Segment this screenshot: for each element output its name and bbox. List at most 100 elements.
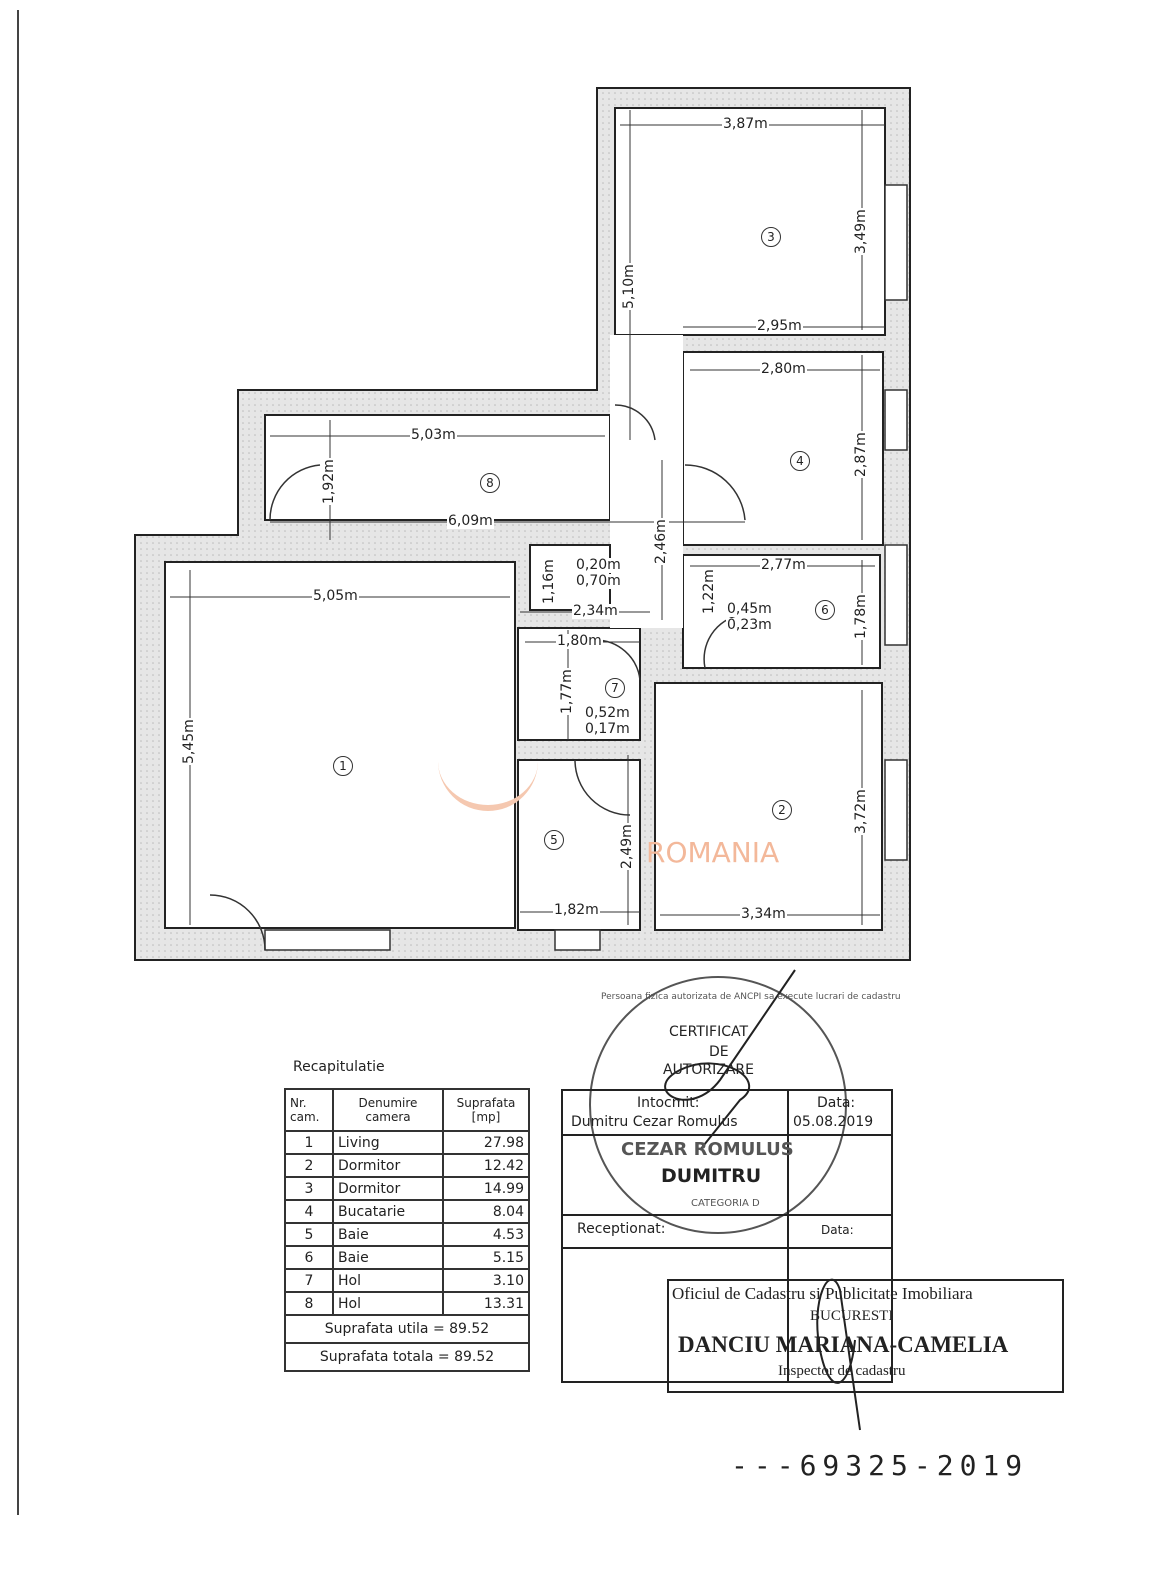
hallway — [610, 335, 683, 628]
stamp-text: AUTORIZARE — [663, 1062, 754, 1078]
useful-area: Suprafata utila = 89.52 — [284, 1314, 530, 1344]
dim-label: 3,49m — [853, 208, 869, 255]
room-3 — [614, 107, 886, 336]
received-label: Receptionat: — [577, 1221, 666, 1237]
dim-label: 3,72m — [853, 788, 869, 835]
dim-label: 0,20m — [575, 557, 622, 573]
room-number-cell: 5 — [284, 1222, 334, 1247]
room-name-cell: Hol — [332, 1291, 444, 1316]
signature-box — [561, 1089, 893, 1383]
room-area-cell: 27.98 — [442, 1130, 530, 1155]
dim-label: 0,52m — [584, 705, 631, 721]
dim-label: 2,49m — [619, 823, 635, 870]
header-cell: Nr. cam. — [284, 1088, 334, 1132]
stamp-city: BUCURESTI — [810, 1308, 894, 1324]
room-5 — [517, 759, 641, 931]
signature — [664, 969, 796, 1151]
stamp-office: Oficiul de Cadastru si Publicitate Imobi… — [672, 1284, 973, 1303]
room-name-cell: Baie — [332, 1245, 444, 1270]
recap-title: Recapitulatie — [292, 1059, 386, 1075]
stamp-circle — [589, 976, 847, 1234]
room-number: 2 — [772, 800, 792, 820]
total-area-row: Suprafata totala = 89.52 — [284, 1342, 530, 1372]
room-name-cell: Dormitor — [332, 1176, 444, 1201]
stamp-text: CERTIFICAT — [669, 1024, 749, 1040]
dim-label: 0,45m — [726, 601, 773, 617]
dim-label: 3,87m — [722, 116, 769, 132]
useful-area-row: Suprafata utila = 89.52 — [284, 1314, 530, 1344]
room-area-cell: 5.15 — [442, 1245, 530, 1270]
dim-label: 2,95m — [756, 318, 803, 334]
room-number: 1 — [333, 756, 353, 776]
door-arc — [269, 464, 321, 521]
door-arc — [209, 894, 266, 951]
room-1 — [164, 561, 516, 929]
header-cell: Suprafata [mp] — [442, 1088, 530, 1132]
date-label: Data: — [821, 1223, 854, 1237]
room-number: 8 — [480, 473, 500, 493]
dim-label: 5,03m — [410, 427, 457, 443]
door-arc — [684, 464, 746, 521]
table-header-row: Nr. cam. Denumire camera Suprafata [mp] — [284, 1088, 530, 1132]
room-area-cell: 8.04 — [442, 1199, 530, 1224]
room-area-cell: 12.42 — [442, 1153, 530, 1178]
room-2 — [654, 682, 883, 931]
dim-label: 5,10m — [621, 263, 637, 310]
recap-table: Nr. cam. Denumire camera Suprafata [mp] … — [284, 1088, 530, 1372]
room-number: 6 — [815, 600, 835, 620]
room-name-cell: Living — [332, 1130, 444, 1155]
ocpi-stamp-box — [667, 1279, 1064, 1393]
dim-label: 5,45m — [181, 718, 197, 765]
watermark-text: ROMANIA — [646, 836, 780, 869]
room-name-cell: Hol — [332, 1268, 444, 1293]
stamp-text: DUMITRU — [661, 1165, 762, 1187]
stamp-text: DE — [709, 1044, 729, 1060]
door-arc — [703, 614, 741, 669]
room-area-cell: 13.31 — [442, 1291, 530, 1316]
room-area-cell: 4.53 — [442, 1222, 530, 1247]
door-arc — [574, 759, 631, 816]
stamp-role: Inspector de cadastru — [778, 1363, 906, 1379]
window — [884, 389, 908, 451]
window — [554, 929, 601, 951]
date-value: 05.08.2019 — [793, 1114, 874, 1130]
room-number: 5 — [544, 830, 564, 850]
dim-label: 2,80m — [760, 361, 807, 377]
room-name-cell: Dormitor — [332, 1153, 444, 1178]
room-number-cell: 1 — [284, 1130, 334, 1155]
door-arc — [614, 404, 656, 441]
room-number: 3 — [761, 227, 781, 247]
room-number-cell: 3 — [284, 1176, 334, 1201]
date-label: Data: — [817, 1095, 856, 1111]
stamp-text: CEZAR ROMULUS — [621, 1139, 794, 1160]
stamp-inspector-name: DANCIU MARIANA-CAMELIA — [678, 1332, 1009, 1357]
dim-label: 1,82m — [553, 902, 600, 918]
dim-label: 2,77m — [760, 557, 807, 573]
dim-label: 6,09m — [447, 513, 494, 529]
window — [884, 544, 908, 646]
dim-label: 1,77m — [559, 668, 575, 715]
room-number: 4 — [790, 451, 810, 471]
dim-label: 1,22m — [701, 568, 717, 615]
drafted-by-name: Dumitru Cezar Romulus — [571, 1114, 738, 1130]
stamp-ring-text: Persoana fizica autorizata de ANCPI sa e… — [601, 992, 901, 1002]
dim-label: 1,16m — [541, 558, 557, 605]
dim-label: 2,34m — [572, 603, 619, 619]
registration-number: ---69325-2019 — [730, 1449, 1030, 1482]
room-4 — [682, 351, 884, 546]
room-number-cell: 8 — [284, 1291, 334, 1316]
room-number-cell: 7 — [284, 1268, 334, 1293]
dim-label: 5,05m — [312, 588, 359, 604]
total-area: Suprafata totala = 89.52 — [284, 1342, 530, 1372]
watermark — [438, 755, 538, 811]
window — [884, 759, 908, 861]
